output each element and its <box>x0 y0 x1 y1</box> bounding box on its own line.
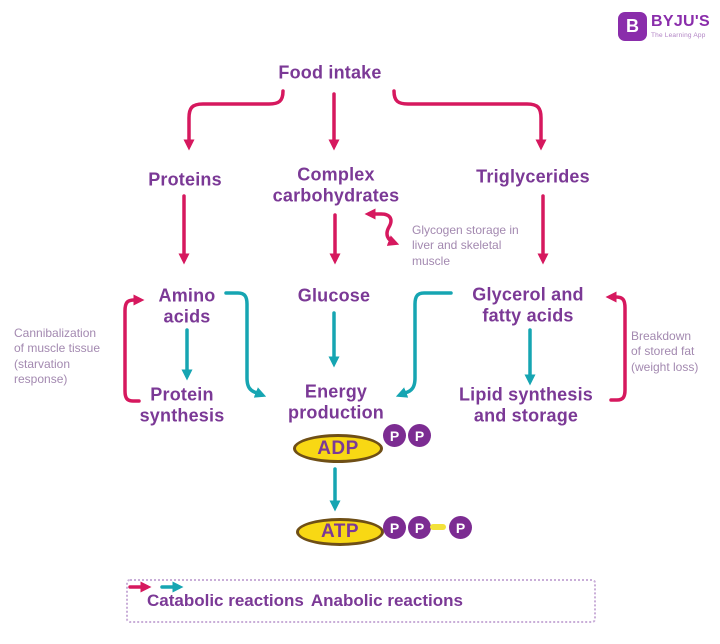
note-glycogen-storage: Glycogen storage in liver and skeletal m… <box>412 223 519 268</box>
phosphate-icon: P <box>408 424 431 447</box>
phosphate-icon: P <box>383 424 406 447</box>
atp-ellipse: ATP <box>296 518 384 546</box>
phosphate-icon: P <box>449 516 472 539</box>
arrow-glycogen-exchange <box>364 208 400 246</box>
catabolic-arrow-icon <box>128 581 152 593</box>
note-breakdown-fat: Breakdown of stored fat (weight loss) <box>631 329 699 374</box>
arrow-amino-acids-to-energy <box>224 291 267 398</box>
arrow-lipid-storage-to-glycerol <box>605 291 627 402</box>
node-lipid-synthesis: Lipid synthesis and storage <box>458 384 594 425</box>
legend-box: Catabolic reactions Anabolic reactions <box>126 579 596 623</box>
node-triglycerides: Triglycerides <box>476 166 590 187</box>
node-amino-acids: Amino acids <box>158 285 216 326</box>
node-glucose: Glucose <box>297 285 371 306</box>
node-protein-synthesis: Protein synthesis <box>139 384 225 425</box>
node-glycerol-fatty-acids: Glycerol and fatty acids <box>472 284 584 325</box>
node-energy-production: Energy production <box>288 381 384 422</box>
phosphate-bond-dash <box>430 524 446 530</box>
phosphate-icon: P <box>408 516 431 539</box>
byjus-logo: B BYJU'S The Learning App <box>618 12 710 41</box>
byjus-brand-text: BYJU'S <box>651 13 710 30</box>
node-proteins: Proteins <box>148 169 222 190</box>
legend-anabolic-label: Anabolic reactions <box>310 591 463 610</box>
arrow-food-to-proteins <box>183 89 285 151</box>
anabolic-arrow-icon <box>160 581 184 593</box>
byjus-badge-icon: B <box>618 12 647 41</box>
node-complex-carbohydrates: Complex carbohydrates <box>272 164 400 205</box>
adp-ellipse: ADP <box>293 434 383 463</box>
byjus-tagline-text: The Learning App <box>651 31 706 39</box>
arrow-glycerol-to-energy <box>395 291 453 398</box>
phosphate-icon: P <box>383 516 406 539</box>
note-cannibalization: Cannibalization of muscle tissue (starva… <box>14 326 101 387</box>
arrow-protein-synthesis-to-amino-acids <box>123 294 145 403</box>
node-food-intake: Food intake <box>278 62 382 83</box>
legend-catabolic-label: Catabolic reactions <box>147 591 304 610</box>
arrow-food-to-triglycerides <box>392 89 547 151</box>
